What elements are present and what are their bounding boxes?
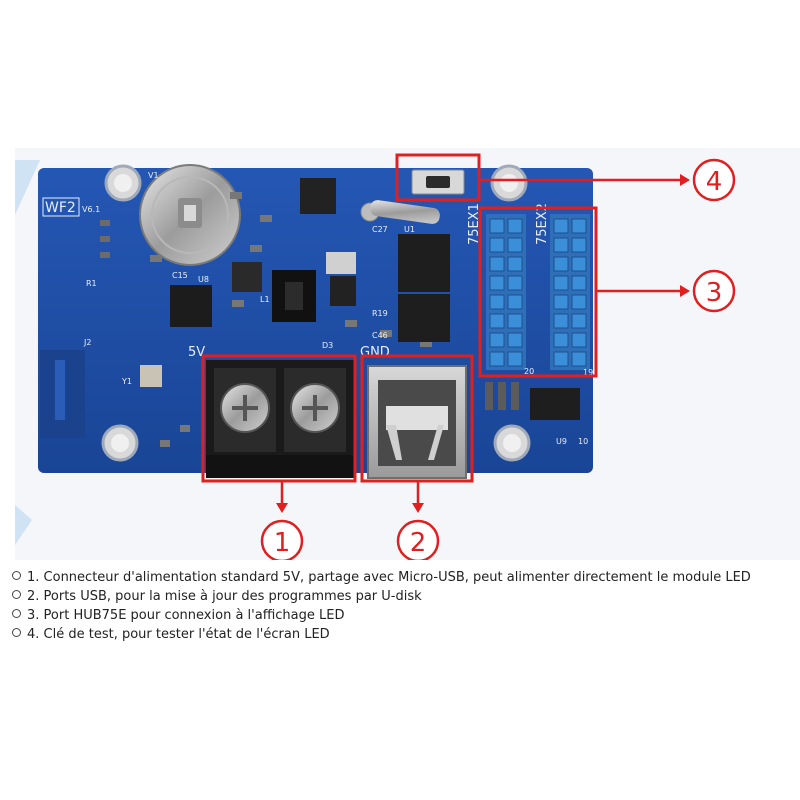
callout-2: 2 [396,519,440,563]
ref-y1-label: Y1 [121,377,132,386]
caption-1: 1. Connecteur d'alimentation standard 5V… [12,568,792,587]
chip-u9-label: U9 [556,437,567,446]
coin-battery [139,164,241,266]
port1-label: 75EX1 [467,203,482,245]
header-pin [571,218,587,234]
ref-r1-label: R1 [86,279,97,288]
header-pin [553,294,569,310]
crystal [360,200,440,224]
bullet-icon [12,609,21,618]
callout-3-number: 3 [706,278,723,308]
ref-d3-label: D3 [322,341,333,350]
header-pin [507,218,523,234]
header-pin [489,332,505,348]
pin-19-label: 19 [583,368,593,377]
test-button [411,169,465,195]
caption-4-text: 4. Clé de test, pour tester l'état de l'… [27,627,330,642]
header-pin [571,351,587,367]
bullet-icon [12,590,21,599]
power-terminal [206,360,354,478]
header-pin [553,256,569,272]
header-pin [507,237,523,253]
header-pin [571,275,587,291]
ref-c15-label: C15 [172,271,188,280]
highlight-power-terminal [201,354,357,483]
header-pin [553,218,569,234]
ground-label: GND [360,345,390,360]
power-label: 5V [188,345,205,360]
logic-chips [398,234,580,420]
header-pin [489,218,505,234]
header-pin [507,256,523,272]
ref-j2-label: J2 [83,338,91,347]
model-label: WF2 [45,200,76,216]
ref-c27-label: C27 [372,225,388,234]
mounting-holes [101,164,531,462]
header-pin [507,275,523,291]
header-pin [507,313,523,329]
callout-4-number: 4 [706,167,723,197]
highlight-hub75-ports [478,206,598,378]
callout-arrows [276,174,690,513]
ref-l1-label: L1 [260,295,270,304]
port2-label: 75EX2 [535,203,550,245]
header-pin [571,237,587,253]
board-diagram: WF2 V6.1 [15,148,800,563]
version-label: V6.1 [82,205,100,214]
header-pin [553,275,569,291]
hub75-headers [486,214,590,370]
callout-1-number: 1 [274,528,291,558]
header-pin [571,256,587,272]
chip-u1-label: U1 [404,225,415,234]
ref-v1-label: V1 [148,171,159,180]
ref-10-label: 10 [578,437,588,446]
caption-4: 4. Clé de test, pour tester l'état de l'… [12,625,792,644]
caption-2-text: 2. Ports USB, pour la mise à jour des pr… [27,589,422,604]
header-pin [507,332,523,348]
header-pin [553,332,569,348]
pin-20-label: 20 [524,367,534,376]
header-pin [489,313,505,329]
header-pin [489,294,505,310]
bg-accent [15,160,40,215]
header-pin [553,313,569,329]
highlight-test-button [395,153,481,202]
bg-accent-lower [15,505,32,545]
header-pin [553,351,569,367]
callout-4: 4 [692,158,736,202]
bullet-icon [12,628,21,637]
caption-3: 3. Port HUB75E pour connexion à l'affich… [12,606,792,625]
header-pin [571,313,587,329]
smd-components [100,178,519,447]
usb-port [367,365,467,479]
highlight-usb-port [360,354,474,483]
header-pin [553,237,569,253]
callout-1: 1 [260,519,304,563]
caption-3-text: 3. Port HUB75E pour connexion à l'affich… [27,608,345,623]
ref-c46-label: C46 [372,331,388,340]
header-pin [489,275,505,291]
header-pin [489,256,505,272]
bullet-icon [12,571,21,580]
header-pin [489,237,505,253]
caption-list: 1. Connecteur d'alimentation standard 5V… [12,568,792,644]
callout-2-number: 2 [410,528,427,558]
header-pin [507,294,523,310]
header-pin [489,351,505,367]
caption-2: 2. Ports USB, pour la mise à jour des pr… [12,587,792,606]
callout-3: 3 [692,269,736,313]
board-diagram-svg: WF2 V6.1 [15,148,800,563]
highlight-boxes [201,153,598,483]
header-pin [571,332,587,348]
header-pin [571,294,587,310]
ref-r19-label: R19 [372,309,388,318]
caption-1-text: 1. Connecteur d'alimentation standard 5V… [27,570,751,585]
chip-u8-label: U8 [198,275,209,284]
header-pin [507,351,523,367]
